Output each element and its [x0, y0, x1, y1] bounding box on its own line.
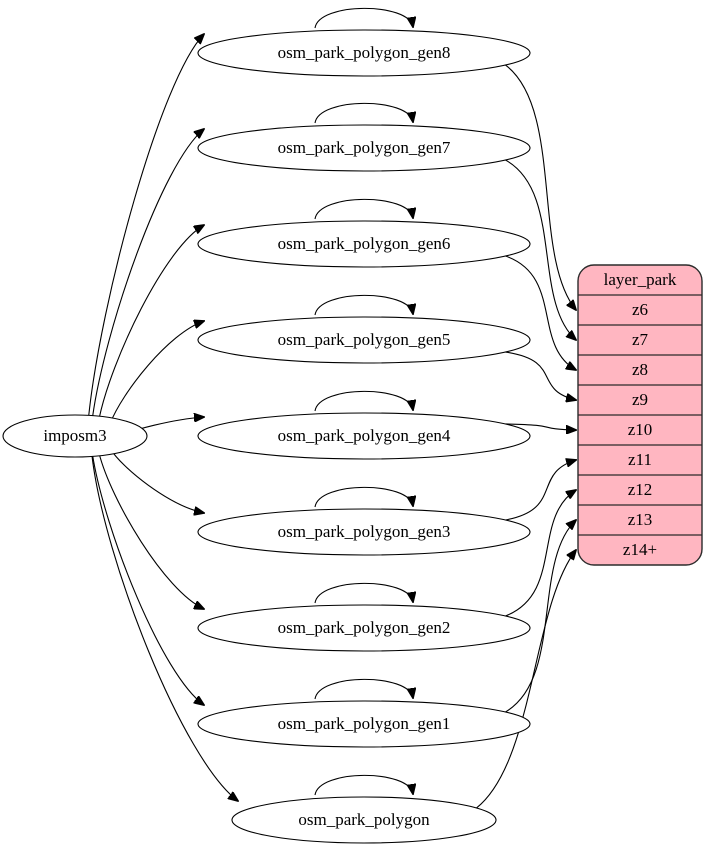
table-row-z11[interactable]: z11: [628, 450, 652, 469]
node-gen3-label: osm_park_polygon_gen3: [278, 522, 451, 541]
edge-gen1-to-z13: [505, 520, 576, 713]
node-gen3[interactable]: osm_park_polygon_gen3: [197, 508, 531, 556]
node-gen3-shape[interactable]: [197, 508, 531, 556]
layer-park-table-header: layer_park: [604, 270, 677, 289]
edge-imposm3-to-gen3: [109, 448, 204, 513]
edge-gen6-to-z8: [505, 255, 576, 370]
node-gen1-shape[interactable]: [197, 700, 531, 748]
node-imposm3[interactable]: imposm3: [2, 414, 148, 458]
table-row-z13[interactable]: z13: [628, 510, 653, 529]
node-gen4-label: osm_park_polygon_gen4: [278, 426, 451, 445]
node-gen2-label: osm_park_polygon_gen2: [278, 618, 451, 637]
node-gen7-shape[interactable]: [197, 124, 531, 172]
node-imposm3-label: imposm3: [43, 426, 106, 445]
node-gen5-label: osm_park_polygon_gen5: [278, 330, 451, 349]
self-loop-edge-base: [314, 774, 413, 795]
edge-imposm3-to-gen8: [88, 34, 204, 417]
self-loop-edge-gen4: [314, 390, 413, 411]
edge-gen5-to-z9: [505, 351, 576, 400]
table-row-z14+[interactable]: z14+: [623, 540, 657, 559]
node-gen1-label: osm_park_polygon_gen1: [278, 714, 451, 733]
edge-gen8-to-z6: [505, 64, 576, 310]
node-gen8-shape[interactable]: [197, 29, 531, 77]
edge-gen7-to-z7: [505, 159, 576, 340]
table-row-z10[interactable]: z10: [628, 420, 653, 439]
edge-imposm3-to-gen1: [91, 454, 204, 705]
node-gen8[interactable]: osm_park_polygon_gen8: [197, 29, 531, 77]
self-loop-edge-gen8: [314, 7, 413, 28]
edge-imposm3-to-gen6: [98, 225, 204, 419]
edge-gen2-to-z12: [505, 490, 576, 617]
node-gen8-label: osm_park_polygon_gen8: [278, 43, 451, 62]
table-row-z12[interactable]: z12: [628, 480, 653, 499]
node-gen7[interactable]: osm_park_polygon_gen7: [197, 124, 531, 172]
layer-park-table: layer_park z6 z7 z8 z9 z10 z11 z12 z13 z14+: [577, 264, 703, 566]
edge-imposm3-to-gen5: [109, 321, 204, 424]
layer-park-table-outline: [577, 264, 703, 566]
table-row-z7[interactable]: z7: [632, 330, 649, 349]
table-row-z6[interactable]: z6: [632, 300, 648, 319]
node-gen6-label: osm_park_polygon_gen6: [278, 234, 451, 253]
edge-gen4-to-z10: [505, 423, 576, 430]
edge-imposm3-to-base: [91, 454, 238, 801]
self-loop-edge-gen1: [314, 678, 413, 699]
self-loop-edge-gen2: [314, 582, 413, 603]
node-gen2[interactable]: osm_park_polygon_gen2: [197, 604, 531, 652]
table-row-z9[interactable]: z9: [632, 390, 648, 409]
node-gen6-shape[interactable]: [197, 220, 531, 268]
self-loop-edges: [314, 7, 413, 795]
node-gen4[interactable]: osm_park_polygon_gen4: [197, 412, 531, 460]
node-gen4-shape[interactable]: [197, 412, 531, 460]
node-gen1[interactable]: osm_park_polygon_gen1: [197, 700, 531, 748]
edge-base-to-z14+: [476, 550, 576, 809]
node-gen5-shape[interactable]: [197, 316, 531, 364]
self-loop-edge-gen5: [314, 294, 413, 315]
self-loop-edge-gen6: [314, 198, 413, 219]
node-base[interactable]: osm_park_polygon: [231, 796, 497, 844]
node-gen5[interactable]: osm_park_polygon_gen5: [197, 316, 531, 364]
self-loop-edge-gen3: [314, 486, 413, 507]
edges-from-imposm3: [88, 34, 238, 801]
node-gen7-label: osm_park_polygon_gen7: [278, 138, 451, 157]
node-imposm3-shape[interactable]: [2, 414, 148, 458]
table-row-z8[interactable]: z8: [632, 360, 648, 379]
self-loop-edge-gen7: [314, 102, 413, 123]
node-gen2-shape[interactable]: [197, 604, 531, 652]
node-base-shape[interactable]: [231, 796, 497, 844]
edges-to-layer-table: [476, 64, 576, 809]
graph-nodes: imposm3 osm_park_polygon_gen8 osm_park_pol…: [2, 29, 531, 844]
node-gen6[interactable]: osm_park_polygon_gen6: [197, 220, 531, 268]
edge-imposm3-to-gen2: [98, 453, 204, 609]
node-base-label: osm_park_polygon: [298, 810, 430, 829]
edge-imposm3-to-gen7: [91, 129, 204, 418]
edge-gen3-to-z11: [505, 460, 576, 521]
